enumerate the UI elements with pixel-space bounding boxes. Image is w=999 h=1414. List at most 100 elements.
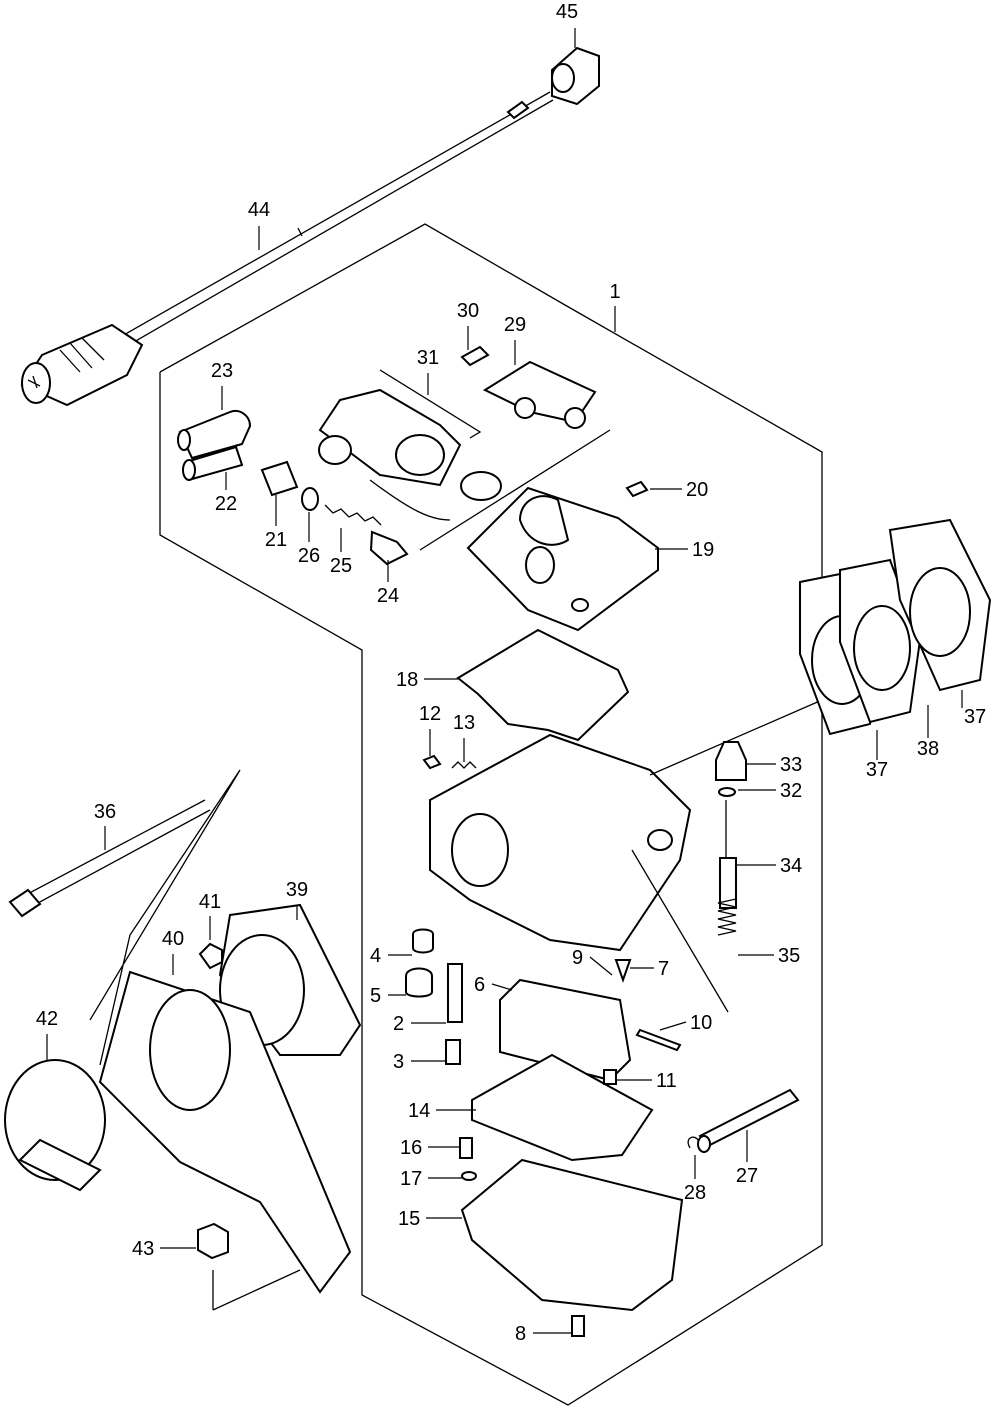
callout-10: 10 — [659, 1012, 712, 1034]
callout-41-label: 41 — [199, 891, 221, 913]
callout-37b: 37 — [866, 730, 888, 781]
callout-12-label: 12 — [419, 703, 441, 725]
callout-6: 6 — [474, 974, 513, 996]
pilot-screw-group — [422, 754, 477, 770]
callout-26-label: 26 — [298, 545, 320, 567]
callout-7-label: 7 — [658, 958, 669, 980]
callout-33-label: 33 — [780, 754, 802, 776]
callout-13-label: 13 — [453, 712, 475, 734]
callout-28-label: 28 — [684, 1182, 706, 1204]
float-group — [499, 959, 682, 1082]
solenoid-group — [318, 369, 611, 551]
callout-35: 35 — [738, 945, 800, 967]
callout-26: 26 — [298, 512, 320, 567]
callout-3: 3 — [393, 1051, 446, 1073]
callout-18: 18 — [396, 669, 458, 691]
callout-28: 28 — [684, 1155, 706, 1204]
callout-38-label: 38 — [917, 738, 939, 760]
callout-4-label: 4 — [370, 945, 381, 967]
callout-9-label: 9 — [572, 947, 583, 969]
callout-34: 34 — [736, 855, 802, 877]
gasket-upper — [456, 628, 630, 742]
callout-40-label: 40 — [162, 928, 184, 950]
callout-39-label: 39 — [286, 879, 308, 901]
callout-25: 25 — [330, 528, 352, 577]
callout-32: 32 — [738, 780, 802, 802]
callout-17-label: 17 — [400, 1168, 422, 1190]
float-chamber-group — [459, 1053, 684, 1337]
callout-30: 30 — [457, 300, 479, 350]
callout-5: 5 — [370, 985, 406, 1007]
callout-44-label: 44 — [248, 199, 270, 221]
callout-39: 39 — [286, 879, 308, 920]
callout-11: 11 — [616, 1070, 677, 1092]
callout-9: 9 — [572, 947, 613, 976]
callout-36: 36 — [94, 801, 116, 850]
callout-8-label: 8 — [515, 1323, 526, 1345]
callout-12: 12 — [419, 703, 441, 756]
callout-35-label: 35 — [778, 945, 800, 967]
callout-15-label: 15 — [398, 1208, 420, 1230]
callout-33: 33 — [746, 754, 802, 776]
callout-27: 27 — [736, 1130, 758, 1187]
callout-15: 15 — [398, 1208, 462, 1230]
callout-29: 29 — [504, 314, 526, 365]
callout-43: 43 — [132, 1238, 196, 1260]
bracket-top — [460, 345, 597, 429]
callout-2: 2 — [393, 1013, 446, 1035]
enrichener-hose-group — [177, 410, 409, 566]
callout-24: 24 — [377, 560, 399, 607]
callout-37a: 37 — [961, 690, 986, 728]
callout-29-label: 29 — [504, 314, 526, 336]
callout-37b-label: 37 — [866, 759, 888, 781]
callout-30-label: 30 — [457, 300, 479, 322]
callout-10-label: 10 — [690, 1012, 712, 1034]
callout-17: 17 — [400, 1168, 462, 1190]
callout-20-label: 20 — [686, 479, 708, 501]
callout-7: 7 — [630, 958, 669, 980]
callout-21: 21 — [265, 495, 287, 551]
callout-32-label: 32 — [780, 780, 802, 802]
callout-40: 40 — [162, 928, 184, 975]
callout-3-label: 3 — [393, 1051, 404, 1073]
callout-14: 14 — [408, 1100, 476, 1122]
callout-37a-label: 37 — [964, 706, 986, 728]
accelerator-pin-group — [687, 1088, 800, 1153]
callout-45: 45 — [556, 1, 578, 48]
callout-8: 8 — [515, 1323, 572, 1345]
main-jet-group — [405, 928, 463, 1065]
callout-19-label: 19 — [692, 539, 714, 561]
callout-27-label: 27 — [736, 1165, 758, 1187]
callout-42-label: 42 — [36, 1008, 58, 1030]
callout-34-label: 34 — [780, 855, 802, 877]
intake-gasket-set — [799, 518, 992, 736]
callout-labels: 45 44 1 30 29 31 23 22 — [36, 1, 986, 1345]
callout-31: 31 — [417, 347, 439, 395]
callout-19: 19 — [655, 539, 714, 561]
callout-36-label: 36 — [94, 801, 116, 823]
callout-14-label: 14 — [408, 1100, 430, 1122]
callout-5-label: 5 — [370, 985, 381, 1007]
cable-assembly — [20, 46, 600, 407]
callout-1-label: 1 — [609, 281, 620, 303]
callout-31-label: 31 — [417, 347, 439, 369]
callout-42: 42 — [36, 1008, 58, 1060]
top-cover — [466, 480, 659, 632]
callout-23: 23 — [211, 360, 233, 410]
callout-44: 44 — [248, 199, 270, 250]
callout-16: 16 — [400, 1137, 460, 1159]
assembly-boundary — [159, 223, 823, 1406]
callout-21-label: 21 — [265, 529, 287, 551]
jet-needle-group — [631, 741, 747, 1013]
callout-2-label: 2 — [393, 1013, 404, 1035]
callout-43-label: 43 — [132, 1238, 154, 1260]
callout-18-label: 18 — [396, 669, 418, 691]
carburetor-body — [429, 699, 823, 952]
callout-11-label: 11 — [656, 1070, 677, 1092]
callout-6-label: 6 — [474, 974, 485, 996]
callout-4: 4 — [370, 945, 412, 967]
callout-24-label: 24 — [377, 585, 399, 607]
callout-1: 1 — [609, 281, 621, 332]
callout-41: 41 — [199, 891, 221, 940]
